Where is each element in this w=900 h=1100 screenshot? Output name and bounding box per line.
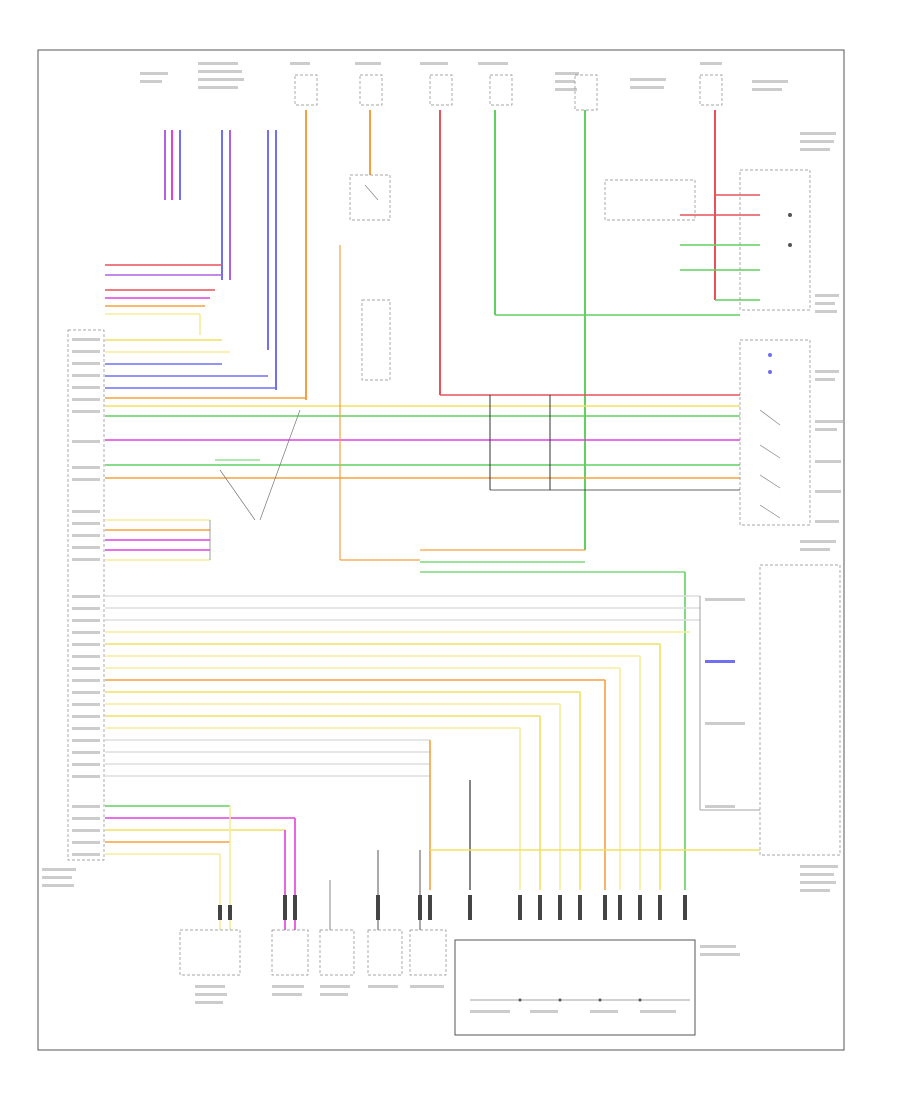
powertrain-control-module [42,329,105,887]
pcm-pin-labels [72,338,100,856]
top-power-sources [140,62,836,151]
solenoid-drops [429,644,661,890]
red-feed-to-selector [440,194,760,396]
top-block-wires [105,264,740,479]
diagram-frame [37,49,845,1051]
digital-transmission-range-sensor [430,540,841,892]
brake-switch-and-relays [215,174,740,890]
transmission-solenoid-body [454,939,740,1036]
transmission-range-switch-assembly [604,169,843,526]
connector-pins [218,895,687,920]
bottom-sensors [179,929,447,1004]
solenoid-bus-wires [105,519,700,777]
bottom-sensor-wires [105,805,421,930]
vertical-feed-wires [164,110,716,550]
